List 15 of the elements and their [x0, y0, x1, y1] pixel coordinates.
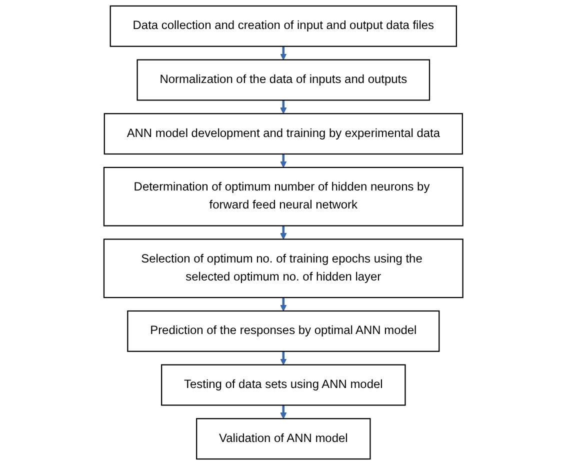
arrow [280, 298, 287, 312]
node-box: ANN model development and training by experimental data [104, 113, 464, 155]
node-box: Validation of ANN model [196, 418, 371, 460]
arrow [280, 100, 287, 114]
node-box: Selection of optimum no. of training epochs using the selected optimum no. of hidden layer [104, 238, 464, 298]
arrow [280, 351, 287, 366]
node-box: Testing of data sets using ANN model [161, 364, 406, 406]
arrow [280, 46, 287, 60]
arrow [280, 405, 287, 419]
arrow [280, 154, 287, 168]
node-box: Data collection and creation of input and output data files [110, 5, 458, 47]
node-box: Determination of optimum number of hidden neurons by forward feed neural network [104, 166, 464, 226]
node-box: Normalization of the data of inputs and outputs [136, 59, 430, 101]
node-box: Prediction of the responses by optimal ANN model [127, 310, 440, 352]
arrow [280, 226, 287, 240]
